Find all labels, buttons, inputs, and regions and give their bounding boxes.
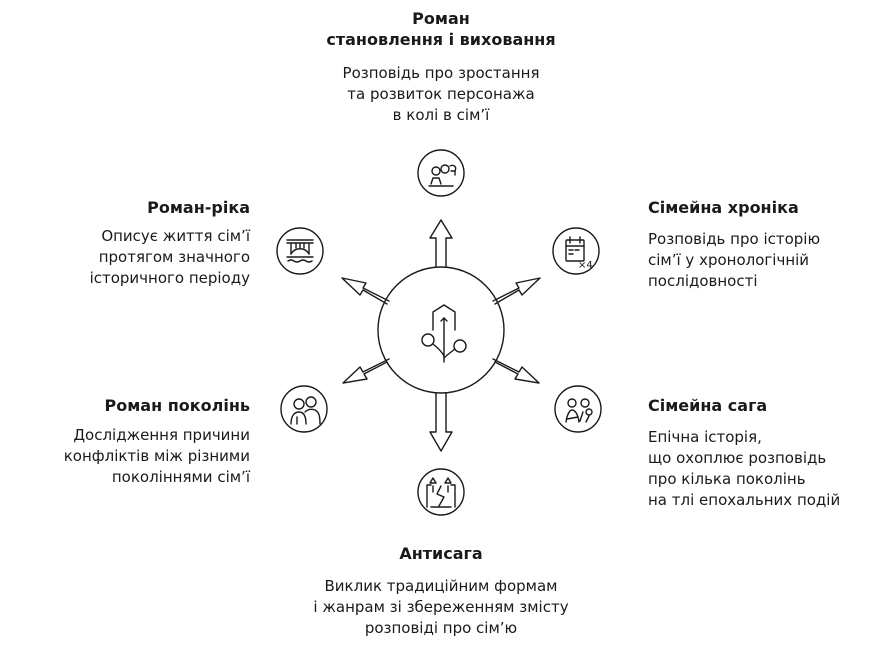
bottom-left-title-line-1: Роман поколінь	[104, 396, 251, 415]
bottom-left-desc-line-2: конфліктів між різними	[63, 447, 250, 465]
top-right-desc-line-2: сім’ї у хронологічній	[648, 251, 810, 269]
child-growth-icon	[417, 149, 465, 197]
top-right-title: Сімейна хроніка	[648, 197, 878, 218]
family-saga-icon	[554, 385, 602, 433]
top-title-line-2: становлення і виховання	[326, 30, 556, 49]
bottom-desc-line-3: розповіді про сім’ю	[364, 619, 518, 637]
bottom-right-title-line-1: Сімейна сага	[648, 396, 768, 415]
arrow-lower-right	[492, 358, 540, 384]
bottom-left-desc-line-1: Дослідження причини	[73, 426, 250, 444]
bottom-right-title: Сімейна сага	[648, 395, 878, 416]
bottom-right-desc-line-4: на тлі епохальних подій	[648, 491, 841, 509]
broken-tradition-icon	[417, 468, 465, 516]
top-title-line-1: Роман	[412, 9, 470, 28]
top-description: Розповідь про зростання та розвиток перс…	[291, 63, 591, 126]
arrow-upper-right	[492, 277, 541, 305]
top-desc-line-2: та розвиток персонажа	[347, 85, 535, 103]
generations-people-icon	[280, 385, 328, 433]
top-desc-line-1: Розповідь про зростання	[342, 64, 540, 82]
top-right-desc-line-1: Розповідь про історію	[648, 230, 821, 248]
arrow-up	[429, 219, 453, 268]
bottom-title-line-1: Антисага	[399, 544, 483, 563]
top-right-title-line-1: Сімейна хроніка	[648, 198, 799, 217]
top-left-title: Роман-ріка	[20, 197, 250, 218]
arrow-down	[429, 392, 453, 452]
top-desc-line-3: в колі в сім’ї	[392, 106, 490, 124]
bottom-right-description: Епічна історія, що охоплює розповідь про…	[648, 427, 880, 511]
calendar-x4-icon-label: ×4	[578, 260, 593, 271]
bottom-right-desc-line-1: Епічна історія,	[648, 428, 762, 446]
arrow-upper-left	[341, 277, 390, 305]
center-circle	[377, 266, 505, 394]
bottom-right-desc-line-2: що охоплює розповідь	[648, 449, 827, 467]
arrow-lower-left	[342, 358, 390, 384]
bottom-right-desc-line-3: про кілька поколінь	[648, 470, 806, 488]
bottom-left-description: Дослідження причини конфліктів між різни…	[0, 425, 250, 488]
top-right-desc-line-3: послідовності	[648, 272, 758, 290]
bottom-left-title: Роман поколінь	[10, 395, 251, 416]
top-left-description: Описує життя сім’ї протягом значного іст…	[20, 226, 250, 289]
house-family-tree-icon	[421, 304, 467, 363]
top-left-desc-line-2: протягом значного	[98, 248, 250, 266]
bottom-title: Антисага	[291, 543, 591, 564]
top-right-description: Розповідь про історію сім’ї у хронологіч…	[648, 229, 878, 292]
top-title: Роман становлення і виховання	[291, 8, 591, 50]
calendar-x4-icon	[552, 227, 600, 275]
bottom-desc-line-2: і жанрам зі збереженням змісту	[313, 598, 569, 616]
bottom-desc-line-1: Виклик традиційним формам	[324, 577, 558, 595]
top-left-title-line-1: Роман-ріка	[147, 198, 250, 217]
bottom-description: Виклик традиційним формам і жанрам зі зб…	[261, 576, 621, 639]
bridge-river-icon	[276, 227, 324, 275]
top-left-desc-line-1: Описує життя сім’ї	[101, 227, 250, 245]
bottom-left-desc-line-3: поколіннями сім’ї	[111, 468, 250, 486]
top-left-desc-line-3: історичного періоду	[89, 269, 250, 287]
